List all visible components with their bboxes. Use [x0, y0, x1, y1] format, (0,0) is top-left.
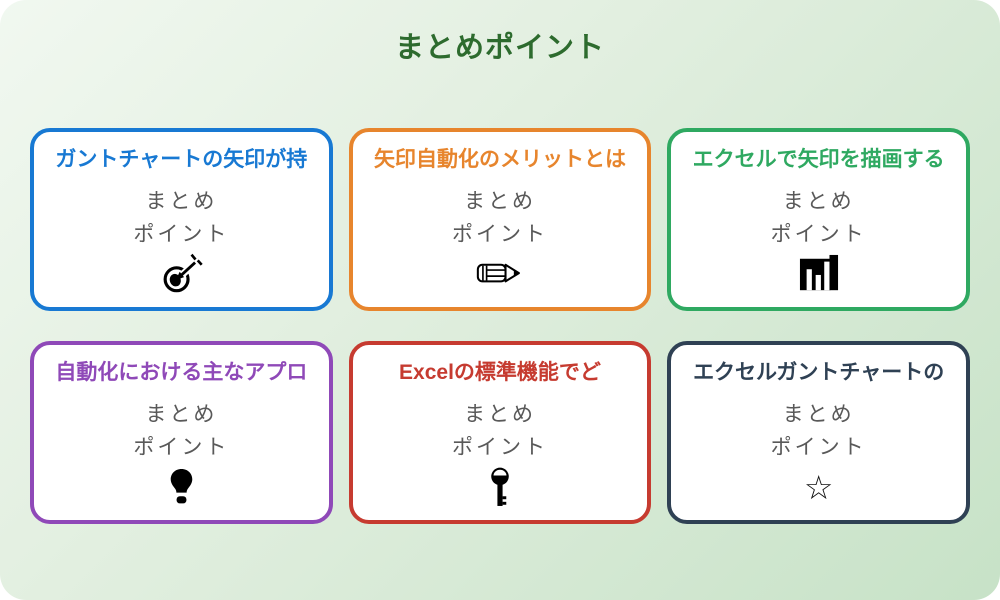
- card-title: 自動化における主なアプロ: [55, 361, 308, 384]
- summary-card-excel-gantt: エクセルガントチャートの まとめ ポイント ☆: [667, 341, 970, 524]
- page-title: まとめポイント: [394, 32, 605, 64]
- bar-chart-icon: [798, 252, 840, 296]
- pencil-icon: [476, 252, 524, 296]
- summary-card-arrow-automation-merit: 矢印自動化のメリットとは まとめ ポイント: [348, 128, 652, 311]
- card-subtitle-line1: まとめ: [145, 403, 218, 427]
- card-title: エクセルで矢印を描画する: [692, 148, 945, 171]
- summary-card-excel-draw-arrow: エクセルで矢印を描画する まとめ ポイント: [667, 128, 970, 311]
- card-subtitle-line1: まとめ: [145, 190, 218, 214]
- star-glyph: ☆: [803, 468, 834, 506]
- summary-card-automation-approach: 自動化における主なアプロ まとめ ポイント: [30, 341, 333, 524]
- lightbulb-icon: [168, 465, 195, 509]
- card-grid: ガントチャートの矢印が持 まとめ ポイント 矢印自動化のメリットとは まとめ ポ…: [0, 128, 1000, 524]
- card-subtitle-line1: まとめ: [463, 190, 536, 214]
- card-title: ガントチャートの矢印が持: [55, 148, 308, 171]
- card-subtitle-line2: ポイント: [770, 223, 867, 247]
- card-subtitle-line1: まとめ: [782, 403, 855, 427]
- card-subtitle-line2: ポイント: [451, 436, 548, 460]
- summary-card-gantt-arrow: ガントチャートの矢印が持 まとめ ポイント: [30, 128, 333, 311]
- card-title: 矢印自動化のメリットとは: [373, 148, 626, 171]
- card-title: Excelの標準機能でど: [399, 361, 601, 384]
- card-subtitle-line1: まとめ: [782, 190, 855, 214]
- summary-card-excel-standard-functions: Excelの標準機能でど まとめ ポイント: [348, 341, 652, 524]
- key-icon: [488, 465, 512, 509]
- card-subtitle-line2: ポイント: [133, 223, 230, 247]
- card-subtitle-line1: まとめ: [463, 403, 536, 427]
- dart-target-icon: [158, 252, 204, 296]
- star-icon: ☆: [804, 465, 834, 509]
- card-subtitle-line2: ポイント: [451, 223, 548, 247]
- card-title: エクセルガントチャートの: [693, 361, 945, 384]
- card-subtitle-line2: ポイント: [770, 436, 867, 460]
- card-subtitle-line2: ポイント: [133, 436, 230, 460]
